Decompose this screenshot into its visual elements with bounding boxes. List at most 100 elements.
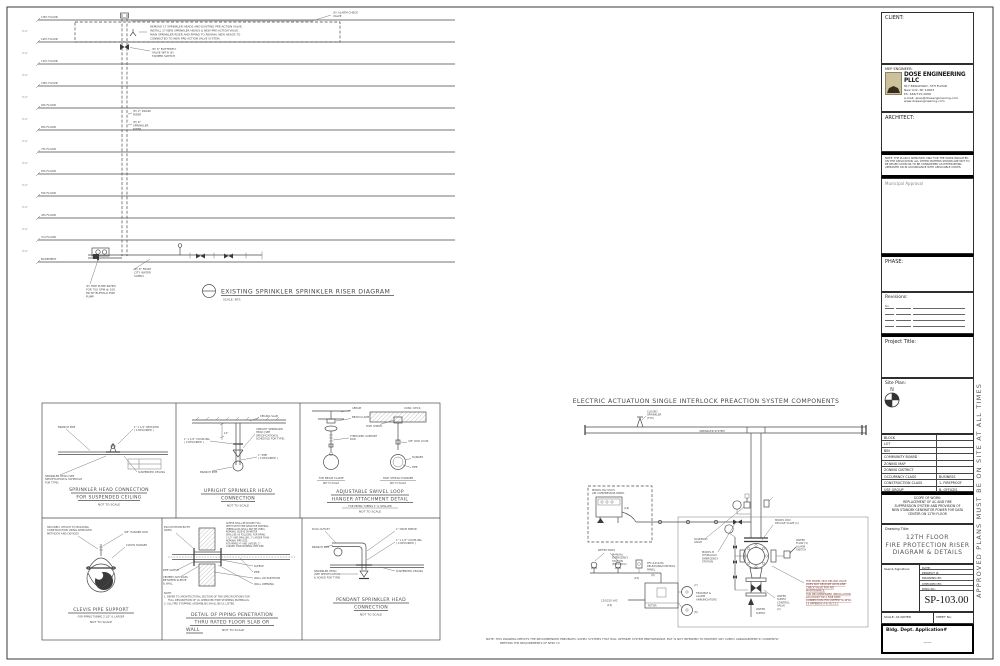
- fire-pump-label: PUMP: [86, 295, 94, 299]
- ref-number: (10): [634, 576, 639, 580]
- manual-station-symbol: [635, 559, 643, 569]
- fire-pump-label: PSI BY BUFFALO FIRE: [86, 291, 115, 295]
- detail-title: PENDANT SPRINKLER HEAD: [336, 597, 406, 603]
- floor-label: 6th FLOOR: [41, 169, 56, 173]
- table-value: [937, 441, 973, 446]
- title-block: CLIENT: MEP ENGINEER: DOSE ENGINEERING P…: [881, 12, 974, 654]
- sprinkler-riser-label: (E) 6": [133, 120, 142, 124]
- project-title-label: Project Title:: [885, 339, 917, 345]
- pump-base: [93, 254, 99, 259]
- leader: [131, 14, 332, 22]
- phase-panel: PHASE:: [881, 254, 974, 292]
- storey-dim: 9'-6": [22, 183, 28, 187]
- label: EMERGENCY: [702, 556, 719, 560]
- riser-diagram: 13th FLOOR 12th FLOOR 11th FLOOR 10th FL…: [22, 11, 455, 302]
- note-line: (FIBERGLASS SHALL NOT BE USED).: [226, 528, 266, 531]
- site-plan-label: Site Plan:: [885, 381, 907, 386]
- label: CONC. DECK: [404, 406, 421, 410]
- dwg-no-field: DWG No:: [920, 586, 973, 591]
- sprinkler-riser-label: SPRINKLER: [133, 124, 148, 128]
- scope-note-box: [74, 21, 341, 43]
- label: WATER: [777, 594, 786, 598]
- project-title-panel: Project Title:: [881, 334, 974, 378]
- ddx-note-line: LOCATION FOR A FIRE DEPT.: [806, 595, 841, 599]
- detail-title: SPRINKLER HEAD CONNECTION: [69, 487, 149, 493]
- label: & WALL: [163, 581, 173, 585]
- details-outer-border: [41, 402, 441, 641]
- municipal-panel: Municipal Approval: [881, 178, 974, 254]
- gauge-icon: [177, 243, 183, 248]
- label: SPECIFICATION &: [256, 433, 278, 437]
- label: MODEL 8A/ VK-VS: [592, 488, 615, 492]
- scope-note-line: MAIN SPRINKLER RISER AND PIPING TO REMAI…: [150, 33, 241, 37]
- firm-phone: Ph: 646/715-2096: [904, 91, 931, 96]
- fire-pump-label: (E) FIRE PUMP RATED: [86, 284, 116, 288]
- table-row: ZONING MAP: [882, 460, 973, 468]
- firm-address-line: New York, NY 10003: [904, 87, 935, 92]
- dim-label: 12": [224, 431, 229, 435]
- firm-address-line: 817 BROADWAY, 5TH FLOOR: [904, 83, 947, 88]
- label: MODEL DDX: [775, 518, 791, 522]
- bldg-dept-value: ——: [923, 640, 932, 645]
- label: METHODS AND DEVICES: [47, 531, 79, 535]
- site-plan-panel: Site Plan: N: [881, 378, 974, 434]
- floor-label: 10th FLOOR: [41, 81, 58, 85]
- detail-title: CLEVIS PIPE SUPPORT: [73, 607, 129, 613]
- label: 1" x 1/2" REDUCER: [134, 425, 159, 429]
- label: ALARM: [696, 594, 705, 598]
- alarm-check-label: VALVE: [333, 14, 342, 18]
- closed-sprinkler-symbol: [636, 416, 644, 428]
- label: HILTI SHIELD: [366, 424, 382, 428]
- phase-label: PHASE:: [885, 259, 904, 265]
- label: BRANCH PIPE: [200, 470, 218, 474]
- table-value: [937, 454, 973, 459]
- leader: [127, 123, 133, 126]
- note-line: NOMINAL PIPE SIZE.: [226, 539, 248, 542]
- label: 1" PIPE: [258, 453, 268, 457]
- table-key: ZONING MAP: [882, 460, 937, 467]
- label: AIR COMPRESSOR PANEL: [592, 491, 625, 495]
- municipal-label: Municipal Approval: [885, 181, 924, 186]
- checked-by-field: CHECKED BY:: [920, 581, 973, 586]
- sub-caption: NOT TO SCALE: [323, 482, 340, 485]
- revisions-label: Revisions:: [885, 295, 908, 300]
- ddx-note-line: THE MODEL DDX DELUGE VALVE: [806, 579, 847, 583]
- flow-switch-symbol: [783, 550, 791, 559]
- label: SUSPENDED CEILING: [138, 470, 165, 474]
- table-key: BIN: [882, 447, 937, 454]
- dob-note-panel: NOTE: THE PLAN IS APPROVED ONLY FOR THE …: [881, 152, 974, 178]
- storey-dim: 9'-6": [22, 95, 28, 99]
- label: WALL OR PARTITION: [254, 576, 280, 580]
- control-panel-symbol: [644, 582, 679, 609]
- fire-pump-symbol: [91, 247, 110, 257]
- detail-swivel-hanger: I-BEAM BEAM CLAMP THREADED SUPPORT ROD T…: [312, 406, 429, 514]
- solenoid-symbol: [743, 501, 751, 509]
- scope-line: REPLACEMENT OF AC AND FIRE: [903, 499, 952, 504]
- sprinkler-riser-pipe: [121, 14, 128, 256]
- sub-caption: TOP BEAM CLAMP: [318, 476, 344, 480]
- table-row: COMMUNITY BOARD: [882, 454, 973, 461]
- bldg-dept-label: Bldg. Dept. Application#: [886, 628, 948, 633]
- city-water-label: (E) 6" FROM: [134, 267, 152, 271]
- label: SPRINKLER HEAD (SEE: [45, 474, 75, 478]
- client-panel: CLIENT:: [881, 12, 974, 64]
- label: 3/8" ROD COUP.: [408, 439, 429, 443]
- table-key: BLOCK: [882, 435, 937, 441]
- detail-clevis-support: SECURELY ATTACH TO BUILDING CONSTRUCTION…: [47, 525, 148, 624]
- architect-panel: ARCHITECT:: [881, 112, 974, 152]
- butterfly-label: (E) 6" BUTTERFLY: [152, 47, 177, 51]
- label: HANGER: [412, 455, 423, 459]
- detail-scale: NOT TO SCALE: [90, 620, 112, 624]
- label: PLUG OUTLET: [312, 527, 330, 531]
- label: FOR TYPE): [45, 480, 59, 484]
- note-line: SHALL BE AS FOLLOWS: FOR PIPING: [226, 534, 266, 537]
- note-line: MEETING THE REQUIREMENTS OF NFPA 13.: [500, 641, 561, 645]
- label: CONSTRUCTION USING APPROVED: [47, 528, 92, 532]
- floor-label: 4th FLOOR: [41, 213, 56, 217]
- storey-dim: 9'-6": [22, 51, 28, 55]
- riser-title: EXISTING SPRINKLER SPRINKLER RISER DIAGR…: [221, 289, 390, 296]
- check-valve-symbol: [224, 253, 233, 259]
- label: SCHEDULE FOR TYPE): [256, 437, 284, 441]
